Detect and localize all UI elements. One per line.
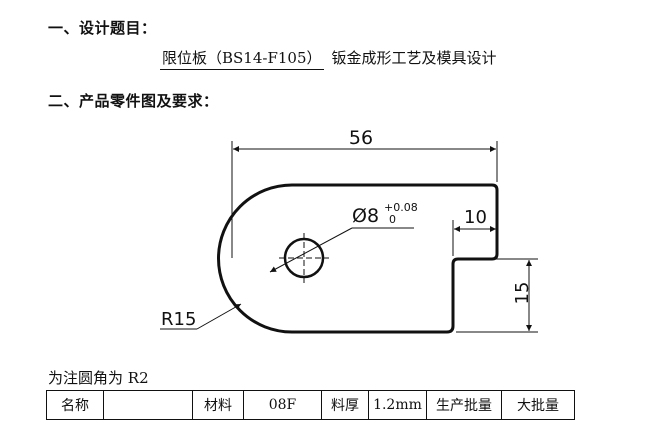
dim-hole-tol-lower: 0 xyxy=(389,213,396,226)
section-1-title: 一、设计题目： xyxy=(48,19,157,37)
batch-value-cell: 大批量 xyxy=(501,390,575,420)
fillet-note: 为注圆角为 R2 xyxy=(48,369,149,387)
dim-hole-tol-upper: +0.08 xyxy=(384,201,418,214)
hole-leader xyxy=(269,227,353,273)
name-label-cell: 名称 xyxy=(46,390,104,420)
thickness-value-cell: 1.2mm xyxy=(368,390,427,420)
design-subtitle: 限位板（BS14-F105） 钣金成形工艺及模具设计 xyxy=(160,47,497,70)
section-2-title: 二、产品零件图及要求： xyxy=(48,92,219,110)
part-outline xyxy=(217,183,499,334)
dim-step-height-label: 15 xyxy=(512,282,533,305)
thickness-label-cell: 料厚 xyxy=(321,390,369,420)
part-name: 限位板（BS14-F105） xyxy=(160,47,324,70)
dim-radius-label: R15 xyxy=(161,309,196,330)
subtitle-rest: 钣金成形工艺及模具设计 xyxy=(331,49,497,67)
dim-hole-label: Ø8 xyxy=(352,205,379,227)
name-value-cell xyxy=(103,390,193,420)
spec-table: 名称 材料 08F 料厚 1.2mm 生产批量 大批量 xyxy=(46,390,575,420)
dim-width-label: 56 xyxy=(349,127,373,149)
material-value-cell: 08F xyxy=(243,390,322,420)
material-label-cell: 材料 xyxy=(192,390,244,420)
batch-label-cell: 生产批量 xyxy=(426,390,502,420)
radius-leader xyxy=(196,303,242,330)
table-row: 名称 材料 08F 料厚 1.2mm 生产批量 大批量 xyxy=(46,390,575,420)
dim-step-width-label: 10 xyxy=(464,207,487,228)
